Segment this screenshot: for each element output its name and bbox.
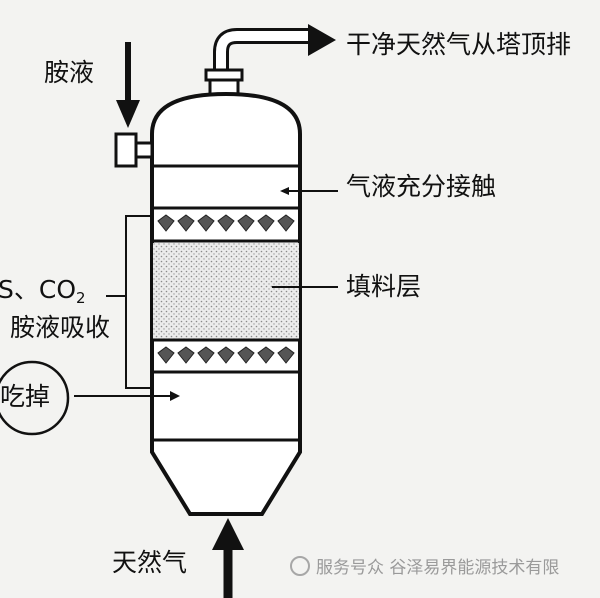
diamond-packing-icon bbox=[217, 346, 235, 364]
amine-inlet-nozzle bbox=[114, 132, 154, 168]
diamond-packing-icon bbox=[277, 214, 295, 232]
eaten-label: 吃掉 bbox=[0, 382, 51, 411]
packing-layer bbox=[153, 243, 299, 339]
leader-arrowhead bbox=[280, 187, 289, 195]
packing-layer-label: 填料层 bbox=[346, 272, 422, 301]
clean-gas-outlet-label: 干净天然气从塔顶排 bbox=[346, 30, 572, 59]
watermark-text: 服务号众 谷泽易界能源技术有限 bbox=[316, 558, 560, 578]
diamond-row-lower bbox=[157, 346, 295, 364]
diamond-packing-icon bbox=[237, 214, 255, 232]
diamond-packing-icon bbox=[157, 346, 175, 364]
diamond-packing-icon bbox=[277, 346, 295, 364]
h2s-co2-label: S、CO2 bbox=[0, 275, 86, 313]
amine-inlet-label: 胺液 bbox=[44, 58, 95, 87]
highlight-circle bbox=[0, 360, 70, 436]
right-arrow-icon bbox=[308, 24, 336, 56]
gas-liquid-contact-label: 气液充分接触 bbox=[346, 172, 497, 201]
diamond-packing-icon bbox=[257, 214, 275, 232]
natural-gas-inlet-label: 天然气 bbox=[112, 548, 188, 577]
watermark-logo-icon bbox=[290, 556, 310, 576]
amine-absorb-label: 胺液吸收 bbox=[10, 313, 111, 342]
leader-arrowhead bbox=[170, 391, 180, 401]
diamond-packing-icon bbox=[197, 214, 215, 232]
watermark: 服务号众 谷泽易界能源技术有限 bbox=[290, 556, 559, 580]
down-arrow-icon bbox=[116, 42, 140, 128]
co2-subscript: 2 bbox=[76, 289, 86, 307]
diamond-packing-icon bbox=[157, 214, 175, 232]
diamond-packing-icon bbox=[177, 214, 195, 232]
h2s-co2-text: S、CO bbox=[0, 275, 77, 304]
up-arrow-icon bbox=[212, 518, 244, 598]
top-outlet-pipe bbox=[204, 28, 312, 96]
diamond-row-upper bbox=[157, 214, 295, 232]
absorption-bracket bbox=[106, 215, 150, 389]
diamond-packing-icon bbox=[237, 346, 255, 364]
diamond-packing-icon bbox=[197, 346, 215, 364]
diamond-packing-icon bbox=[257, 346, 275, 364]
diamond-packing-icon bbox=[177, 346, 195, 364]
diamond-packing-icon bbox=[217, 214, 235, 232]
